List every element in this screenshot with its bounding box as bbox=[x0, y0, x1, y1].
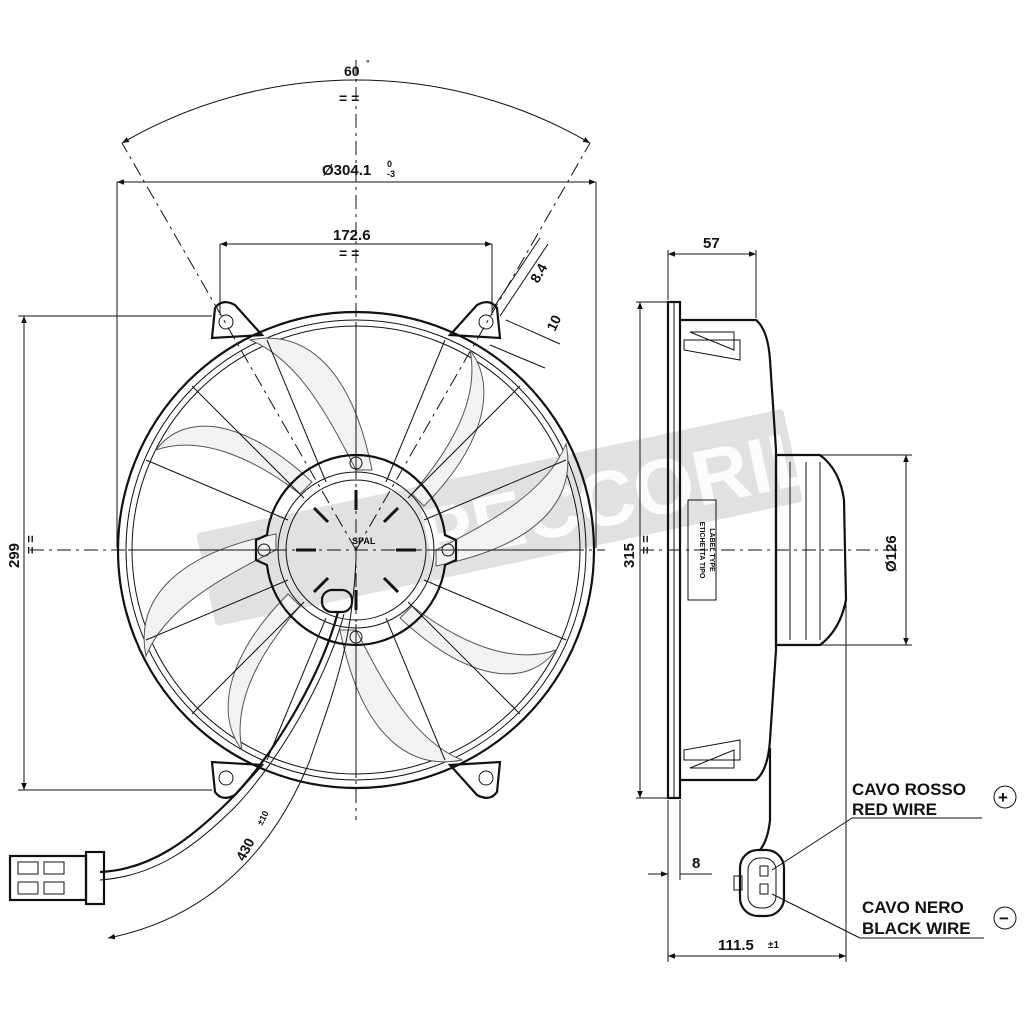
angle-unit: ° bbox=[366, 58, 370, 68]
label-tag-line2: LABEL TYPE bbox=[708, 528, 715, 572]
angle-value: 60 bbox=[344, 63, 360, 79]
total-depth-tolerance: ±1 bbox=[768, 940, 779, 951]
angle-arc bbox=[121, 79, 591, 144]
minus-symbol: − bbox=[999, 909, 1009, 928]
connector-front bbox=[8, 850, 106, 906]
wire-callouts: CAVO ROSSO RED WIRE + CAVO NERO BLACK WI… bbox=[771, 780, 1017, 939]
shroud-inner-ring bbox=[125, 319, 587, 781]
outer-diameter-tol-lower: -3 bbox=[387, 169, 395, 179]
red-wire-label-it: CAVO ROSSO bbox=[852, 780, 966, 799]
connector-side bbox=[738, 848, 786, 918]
front-view: SPAL 60 ° = = Ø304.1 0 -3 172.6 bbox=[6, 58, 605, 940]
outer-diameter-dimension: Ø304.1 bbox=[322, 162, 371, 179]
angle-line-left bbox=[121, 142, 357, 551]
angle-line-right bbox=[355, 142, 591, 551]
total-depth-dimension: 111.5 bbox=[718, 937, 754, 954]
motor-hub: SPAL bbox=[254, 453, 458, 647]
svg-text:= =: = = bbox=[339, 90, 359, 106]
slot-width-dimension: 8.4 bbox=[527, 260, 551, 285]
side-view: ETICHETTA TIPO LABEL TYPE 57 315 = = Ø12… bbox=[621, 235, 912, 962]
hub-brand-logo: SPAL bbox=[352, 536, 376, 546]
black-wire-label-en: BLACK WIRE bbox=[862, 919, 971, 938]
hole-spacing-dimension: 172.6 bbox=[333, 227, 371, 244]
cable-length-tolerance: ±10 bbox=[255, 809, 271, 827]
black-wire-label-it: CAVO NERO bbox=[862, 898, 964, 917]
motor-diameter-dimension: Ø126 bbox=[883, 535, 900, 572]
support-spokes bbox=[128, 322, 584, 778]
outer-diameter-tol-upper: 0 bbox=[387, 159, 392, 169]
svg-text:= =: = = bbox=[638, 535, 653, 554]
mount-height-dimension: 299 bbox=[6, 543, 23, 568]
slot-length-dimension: 10 bbox=[543, 312, 564, 333]
top-depth-dimension: 57 bbox=[703, 235, 720, 252]
plus-symbol: + bbox=[998, 788, 1008, 807]
red-wire-label-en: RED WIRE bbox=[852, 800, 937, 819]
shroud-outer-ring bbox=[116, 310, 596, 790]
minus-icon bbox=[993, 906, 1017, 930]
flange-thickness-dimension: 8 bbox=[692, 855, 700, 872]
svg-text:= =: = = bbox=[339, 245, 359, 261]
fan-blades bbox=[143, 337, 569, 763]
plus-icon bbox=[993, 785, 1017, 809]
total-height-dimension: 315 bbox=[621, 543, 638, 568]
svg-text:= =: = = bbox=[23, 535, 38, 554]
cable bbox=[99, 611, 340, 874]
cable-length-dimension: 430 bbox=[233, 835, 258, 863]
